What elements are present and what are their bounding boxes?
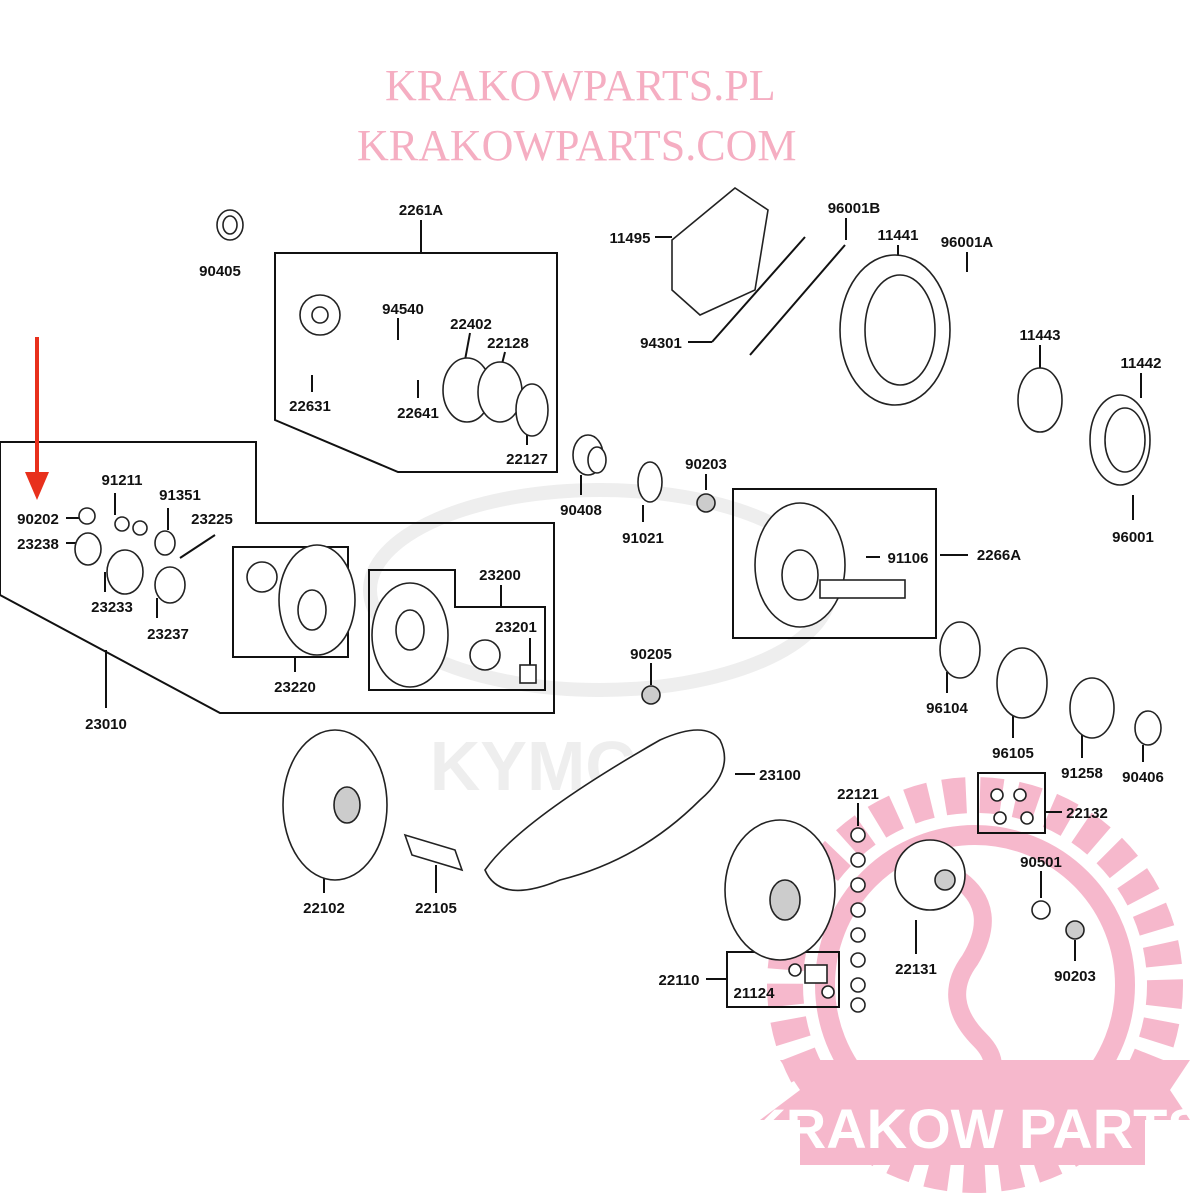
part-label[interactable]: 96001B (828, 200, 881, 217)
part-label[interactable]: 90408 (560, 502, 602, 519)
part-label[interactable]: 23201 (495, 619, 537, 636)
part-label[interactable]: 22131 (895, 961, 937, 978)
part-label[interactable]: 94540 (382, 301, 424, 318)
part-label[interactable]: 23233 (91, 599, 133, 616)
krakow-parts-logo: KRAKOW PARTS (745, 777, 1200, 1193)
part-label[interactable]: 23200 (479, 567, 521, 584)
part-label[interactable]: 96104 (926, 700, 968, 717)
group-box-2261A (274, 252, 558, 473)
part-label[interactable]: 22402 (450, 316, 492, 333)
highlight-arrow (25, 337, 49, 500)
part-label[interactable]: 2261A (399, 202, 443, 219)
logo-text: KRAKOW PARTS (745, 1097, 1200, 1160)
group-box-23200 (368, 569, 546, 691)
part-label[interactable]: 90203 (1054, 968, 1096, 985)
part-label[interactable]: 2266A (977, 547, 1021, 564)
part-label[interactable]: 90205 (630, 646, 672, 663)
part-label[interactable]: 11443 (1020, 327, 1061, 344)
part-labels: 90405 2261A 94540 22402 22128 22631 2264… (17, 200, 1164, 1002)
part-label[interactable]: 23010 (85, 716, 127, 733)
part-label[interactable]: 91351 (159, 487, 201, 504)
part-label[interactable]: 90405 (199, 263, 241, 280)
part-label[interactable]: 22631 (289, 398, 331, 415)
part-label[interactable]: 90406 (1122, 769, 1164, 786)
part-label[interactable]: 23225 (191, 511, 233, 528)
part-label[interactable]: 91211 (102, 472, 143, 489)
part-label-highlighted[interactable]: 90202 (17, 511, 59, 528)
part-label[interactable]: 21124 (734, 985, 776, 1002)
group-box-23010 (0, 441, 555, 714)
group-box-22132 (977, 772, 1046, 834)
part-label[interactable]: 22127 (506, 451, 548, 468)
part-label[interactable]: 96105 (992, 745, 1034, 762)
krakowparts-com-watermark: KRAKOWPARTS.COM (357, 121, 796, 170)
part-label[interactable]: 22128 (487, 335, 529, 352)
part-label[interactable]: 22641 (397, 405, 439, 422)
part-label[interactable]: 11441 (878, 227, 919, 244)
part-drawings (74, 187, 1162, 1013)
krakowparts-pl-watermark: KRAKOWPARTS.PL (385, 61, 776, 110)
part-label[interactable]: 22121 (837, 786, 879, 803)
part-label[interactable]: 11495 (610, 230, 651, 247)
part-label[interactable]: 94301 (640, 335, 682, 352)
part-label[interactable]: 22132 (1066, 805, 1108, 822)
group-box-2266A (732, 488, 937, 639)
part-label[interactable]: 91106 (888, 550, 929, 567)
part-label[interactable]: 96001A (941, 234, 994, 251)
part-label[interactable]: 96001 (1112, 529, 1154, 546)
part-label[interactable]: 90203 (685, 456, 727, 473)
part-label[interactable]: 91258 (1061, 765, 1103, 782)
part-label[interactable]: 23238 (17, 536, 59, 553)
callout-lines (66, 218, 1144, 980)
part-label[interactable]: 11442 (1121, 355, 1162, 372)
part-label[interactable]: 22105 (415, 900, 457, 917)
part-label[interactable]: 22110 (659, 972, 700, 989)
part-label[interactable]: 90501 (1020, 854, 1062, 871)
part-label[interactable]: 23220 (274, 679, 316, 696)
part-label[interactable]: 23100 (759, 767, 801, 784)
part-label[interactable]: 23237 (147, 626, 189, 643)
part-label[interactable]: 91021 (622, 530, 664, 547)
part-label[interactable]: 22102 (303, 900, 345, 917)
